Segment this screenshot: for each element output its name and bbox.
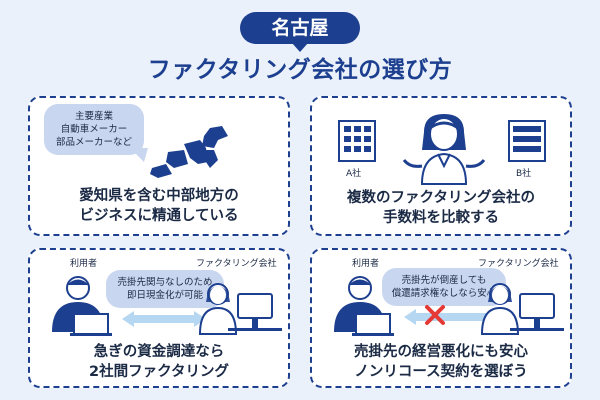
bubble-line: 自動車メーカー [60, 124, 128, 135]
caption-line: 売掛先の経営悪化にも安心 [354, 344, 528, 360]
bubble-line: 売掛先関与なしのため [117, 277, 213, 288]
page-title: ファクタリング会社の選び方 [147, 57, 453, 83]
same-day-bubble: 売掛先関与なしのため 即日現金化が可能 [106, 270, 224, 308]
user-person-icon [334, 276, 394, 336]
bubble-line: 償還請求権なしなら安心 [391, 288, 497, 299]
company-label: ファクタリング会社 [478, 259, 559, 269]
caption-line: 手数料を比較する [383, 210, 499, 226]
card3-caption: 急ぎの資金調達なら 2社間ファクタリング [30, 342, 288, 382]
building-a-icon [338, 120, 376, 162]
user-label: 利用者 [70, 259, 98, 269]
company-label: ファクタリング会社 [196, 259, 277, 269]
card-non-recourse: 利用者 ファクタリング会社 売掛先が倒産しても 償還請求権なしなら安心 売掛先の… [310, 248, 572, 388]
caption-line: 2社間ファクタリング [88, 364, 229, 380]
caption-line: 複数のファクタリング会社の [347, 190, 535, 206]
building-b-icon [508, 120, 546, 162]
caption-line: ビジネスに精通している [79, 208, 239, 224]
left-arrow-icon [404, 309, 488, 325]
cross-icon [425, 305, 445, 325]
bubble-line: 即日現金化が可能 [126, 290, 203, 301]
factoring-staff-icon [480, 283, 564, 335]
card-chubu-expertise: 主要産業 自動車メーカー 部品メーカーなど 愛知県を含む中部地方の ビジネスに精… [28, 96, 290, 236]
card-fee-comparison: A社 B社 複数のファクタリング会社の 手数料を比較する [310, 96, 572, 236]
user-label: 利用者 [352, 259, 380, 269]
consultant-person-icon [402, 114, 486, 185]
double-arrow-icon [122, 311, 206, 327]
card1-caption: 愛知県を含む中部地方の ビジネスに精通している [30, 186, 288, 226]
caption-line: 急ぎの資金調達なら [93, 344, 225, 360]
caption-line: 愛知県を含む中部地方の [79, 188, 239, 204]
chubu-map-icon [150, 126, 228, 178]
region-badge: 名古屋 [240, 12, 360, 52]
bubble-tail-icon [130, 148, 148, 162]
bubble-line: 主要産業 [74, 111, 113, 122]
bubble-line: 売掛先が倒産しても [401, 275, 487, 286]
caption-line: ノンリコース契約を選ぼう [354, 364, 528, 380]
bubble-line: 部品メーカーなど [55, 137, 132, 148]
user-person-icon [52, 276, 112, 336]
card-two-party-factoring: 利用者 ファクタリング会社 売掛先関与なしのため 即日現金化が可能 急ぎの資金調… [28, 248, 290, 388]
company-a-label: A社 [346, 169, 362, 179]
card4-caption: 売掛先の経営悪化にも安心 ノンリコース契約を選ぼう [312, 342, 570, 382]
non-recourse-bubble: 売掛先が倒産しても 償還請求権なしなら安心 [382, 268, 506, 306]
card2-caption: 複数のファクタリング会社の 手数料を比較する [312, 188, 570, 228]
industry-bubble: 主要産業 自動車メーカー 部品メーカーなど [44, 104, 144, 155]
factoring-staff-icon [198, 283, 282, 335]
company-b-label: B社 [516, 169, 532, 179]
